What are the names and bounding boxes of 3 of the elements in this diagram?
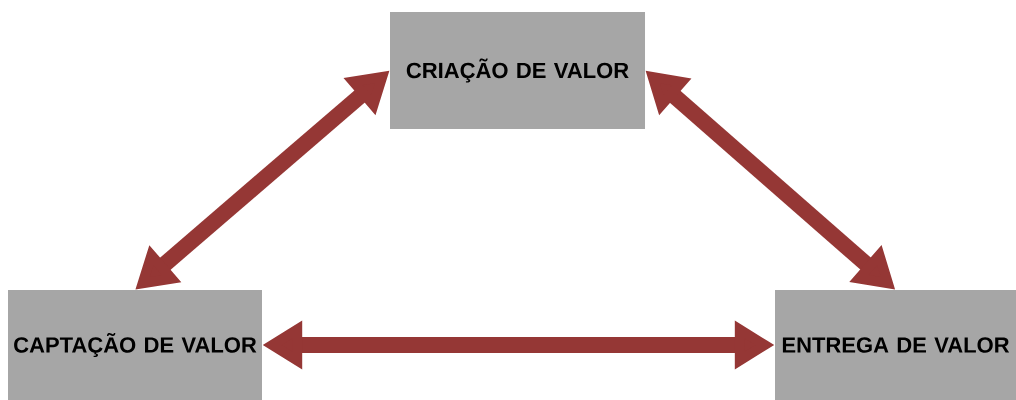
process-box: CRIAÇÃO DE VALOR [390, 12, 645, 129]
process-box: CAPTAÇÃO DE VALOR [8, 290, 262, 400]
process-box: ENTREGA DE VALOR [775, 290, 1016, 400]
